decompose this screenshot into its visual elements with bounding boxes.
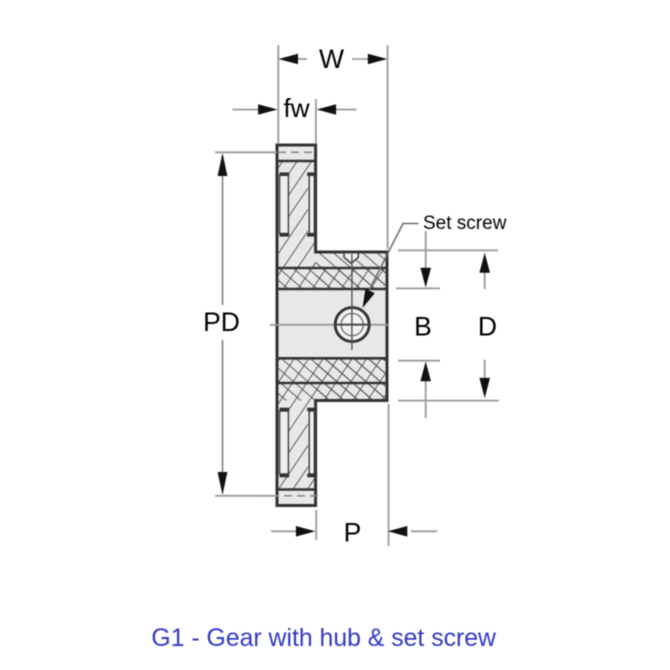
svg-text:G1 - Gear with hub & set screw: G1 - Gear with hub & set screw [151, 625, 496, 652]
svg-text:W: W [319, 44, 344, 74]
svg-text:fw: fw [284, 93, 310, 123]
svg-text:PD: PD [203, 307, 240, 337]
svg-text:B: B [414, 312, 432, 342]
svg-text:P: P [344, 517, 362, 547]
svg-text:D: D [478, 312, 497, 342]
svg-text:Set screw: Set screw [423, 213, 507, 234]
